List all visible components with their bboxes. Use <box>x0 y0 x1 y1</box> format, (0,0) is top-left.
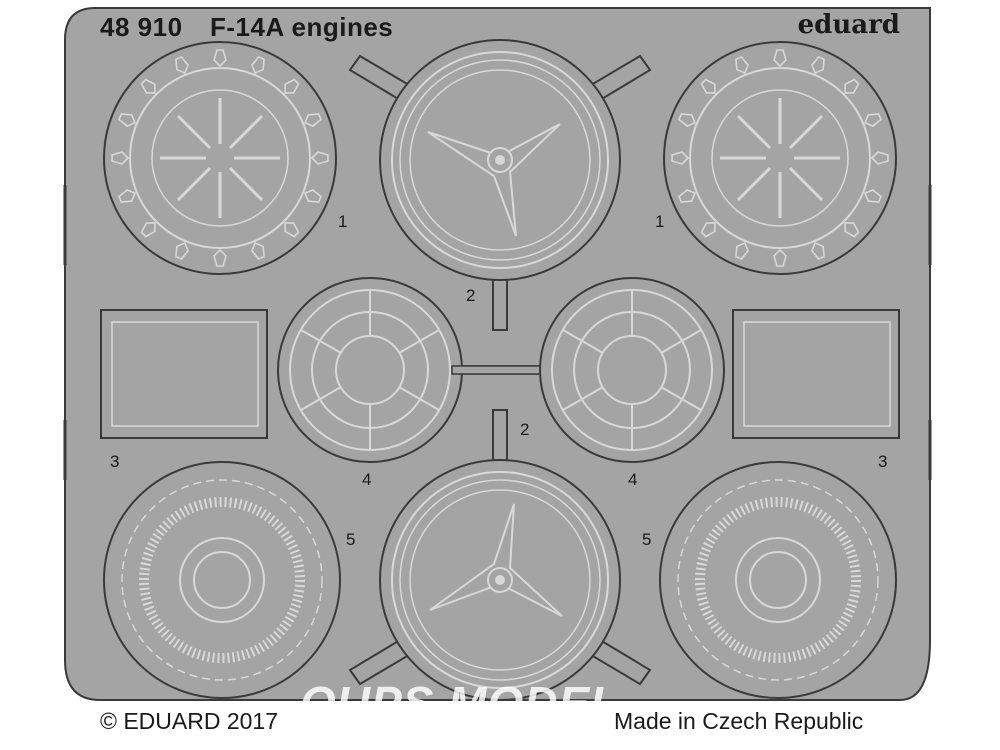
part-number-label: 5 <box>346 530 356 549</box>
brand-logo: eduard <box>797 10 900 40</box>
part-number-label: 1 <box>338 212 348 231</box>
part-3-right <box>732 309 900 439</box>
part-3-left <box>100 309 268 439</box>
set-title: F-14A engines <box>210 12 394 42</box>
part-1-left <box>103 41 337 275</box>
part-number-label: 4 <box>628 470 638 489</box>
part-2-top <box>348 39 652 331</box>
watermark-text: OUPS MODEL <box>300 677 620 729</box>
set-number: 48 910 <box>100 12 183 42</box>
copyright-text: © EDUARD 2017 <box>100 708 279 734</box>
part-2-bottom <box>348 409 652 701</box>
part-4-right <box>451 277 725 463</box>
part-number-label: 2 <box>466 286 476 305</box>
origin-text: Made in Czech Republic <box>614 708 864 734</box>
part-1-right <box>663 41 897 275</box>
part-number-label: 3 <box>110 452 120 471</box>
part-number-label: 3 <box>878 452 888 471</box>
part-number-label: 5 <box>642 530 652 549</box>
part-number-label: 4 <box>362 470 372 489</box>
fret-edge-notches <box>63 185 932 480</box>
part-number-label: 1 <box>655 212 665 231</box>
part-number-label: 2 <box>520 420 530 439</box>
part-5-left <box>103 461 341 699</box>
part-5-right <box>659 461 897 699</box>
